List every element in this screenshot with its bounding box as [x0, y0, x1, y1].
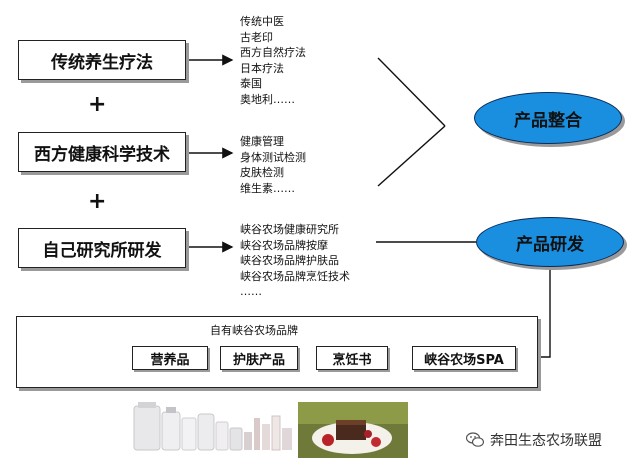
- brand-item-spa: 峡谷农场SPA: [412, 346, 516, 370]
- brand-item-label: 烹饪书: [332, 352, 372, 368]
- target-label-rnd: 产品研发: [516, 234, 584, 255]
- list-item: 身体测试检测: [240, 150, 306, 164]
- list-item: 西方自然疗法: [240, 46, 306, 59]
- plus-sign-1: +: [88, 92, 107, 117]
- source-label-traditional: 传统养生疗法: [51, 52, 153, 73]
- plus-sign-2: +: [88, 189, 107, 214]
- chevron-lower-line: [377, 125, 446, 187]
- list-item: 传统中医: [240, 15, 284, 28]
- list-item: ……: [240, 285, 262, 298]
- list-traditional: 传统中医 古老印 西方自然疗法 日本疗法 泰国 奥地利……: [240, 14, 306, 107]
- list-item: 皮肤检测: [240, 166, 284, 179]
- source-label-western: 西方健康科学技术: [34, 144, 170, 165]
- list-item: 健康管理: [240, 135, 284, 148]
- wechat-icon: [466, 432, 484, 447]
- list-own-research: 峡谷农场健康研究所 峡谷农场品牌按摩 峡谷农场品牌护肤品 峡谷农场品牌烹饪技术 …: [240, 222, 350, 300]
- ellipse-product-integration: 产品整合: [474, 92, 622, 144]
- list-item: 峡谷农场品牌护肤品: [240, 254, 339, 267]
- list-item: 古老印: [240, 30, 273, 44]
- list-item: 泰国: [240, 77, 262, 90]
- target-label-integration: 产品整合: [514, 110, 582, 131]
- brand-item-label: 护肤产品: [232, 352, 285, 368]
- list-item: 奥地利……: [240, 92, 295, 106]
- list-item: 日本疗法: [240, 61, 284, 75]
- source-box-own-research: 自己研究所研发: [18, 228, 186, 268]
- list-item: 峡谷农场健康研究所: [240, 223, 339, 236]
- brand-item-cookbook: 烹饪书: [316, 346, 388, 370]
- brand-item-nutrition: 营养品: [132, 346, 208, 370]
- list-item: 峡谷农场品牌按摩: [240, 238, 328, 252]
- brand-frame-title: 自有峡谷农场品牌: [210, 324, 298, 337]
- chevron-upper-line: [377, 57, 446, 127]
- source-label-own-research: 自己研究所研发: [42, 240, 162, 261]
- list-western: 健康管理 身体测试检测 皮肤检测 维生素……: [240, 134, 306, 196]
- watermark-text: 奔田生态农场联盟: [490, 433, 602, 449]
- brand-item-label: 营养品: [150, 352, 190, 368]
- ellipse-product-rnd: 产品研发: [476, 217, 624, 267]
- source-box-western: 西方健康科学技术: [18, 132, 186, 172]
- source-box-traditional: 传统养生疗法: [18, 40, 186, 80]
- list-item: 峡谷农场品牌烹饪技术: [240, 269, 350, 283]
- list-item: 维生素……: [240, 181, 295, 195]
- brand-item-label: 峡谷农场SPA: [424, 352, 504, 368]
- product-photo-strip: [130, 398, 410, 460]
- watermark: 奔田生态农场联盟: [466, 430, 602, 450]
- brand-item-skincare: 护肤产品: [220, 346, 298, 370]
